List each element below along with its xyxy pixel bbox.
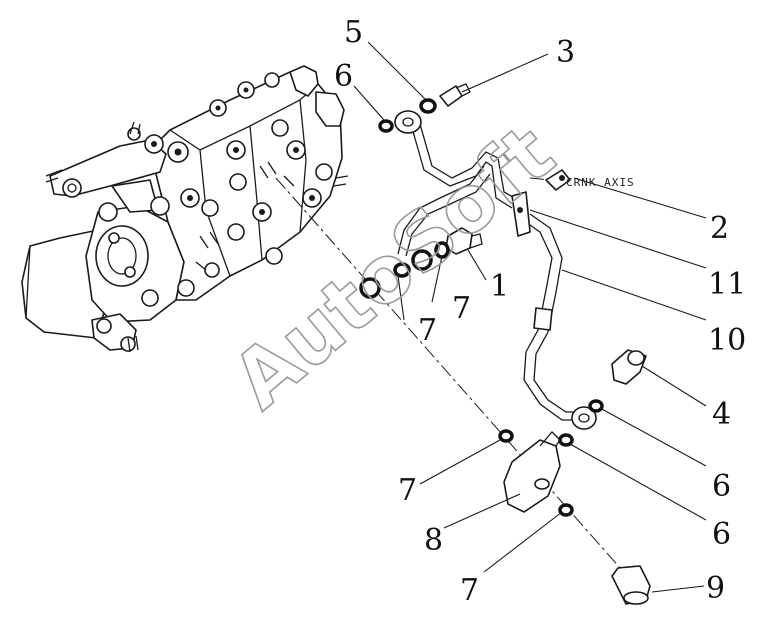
callout-6: 6	[712, 469, 731, 504]
callout-1: 1	[490, 269, 509, 304]
axis-label: CRNK AXIS	[566, 176, 635, 189]
callout-10: 10	[708, 323, 746, 358]
leader-lines	[353, 41, 707, 593]
callout-4: 4	[712, 397, 731, 432]
tube-assembly	[394, 110, 597, 430]
callout-7: 7	[398, 473, 417, 508]
pump-assembly	[21, 65, 349, 353]
callout-3: 3	[556, 35, 575, 70]
callout-6: 6	[334, 59, 353, 94]
callout-5: 5	[344, 15, 363, 50]
callout-7: 7	[418, 313, 437, 348]
callout-2: 2	[710, 211, 729, 246]
callout-11: 11	[708, 267, 746, 302]
callout-7: 7	[452, 291, 471, 326]
callout-6: 6	[712, 517, 731, 552]
callout-7: 7	[460, 573, 479, 608]
fittings-and-washers	[359, 83, 651, 605]
callout-9: 9	[706, 571, 725, 606]
callout-8: 8	[424, 523, 443, 558]
